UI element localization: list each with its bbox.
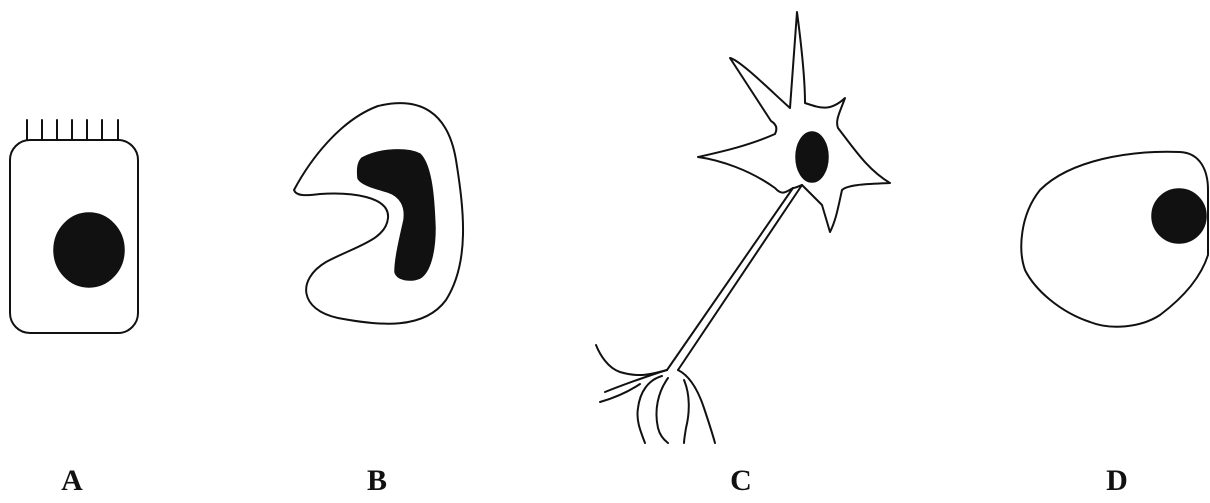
cell-b-label: B <box>347 464 407 498</box>
cell-d-label: D <box>1087 464 1147 498</box>
cell-a-label: A <box>42 464 102 498</box>
cell-a-nucleus <box>54 213 124 287</box>
cell-d-nucleus <box>1152 189 1206 243</box>
cell-b <box>294 103 463 324</box>
cell-c-axon-edge <box>678 185 802 370</box>
cell-c-nucleus <box>796 132 828 182</box>
cell-c <box>596 12 890 443</box>
cell-a <box>10 120 138 333</box>
cell-b-membrane <box>294 103 463 324</box>
cell-c-label: C <box>711 464 771 498</box>
cell-c-axon <box>667 188 793 370</box>
cell-a-cilia <box>27 120 118 140</box>
cell-c-soma <box>698 12 890 232</box>
cell-c-axon-terminals <box>596 345 715 443</box>
cell-d <box>1021 152 1208 327</box>
